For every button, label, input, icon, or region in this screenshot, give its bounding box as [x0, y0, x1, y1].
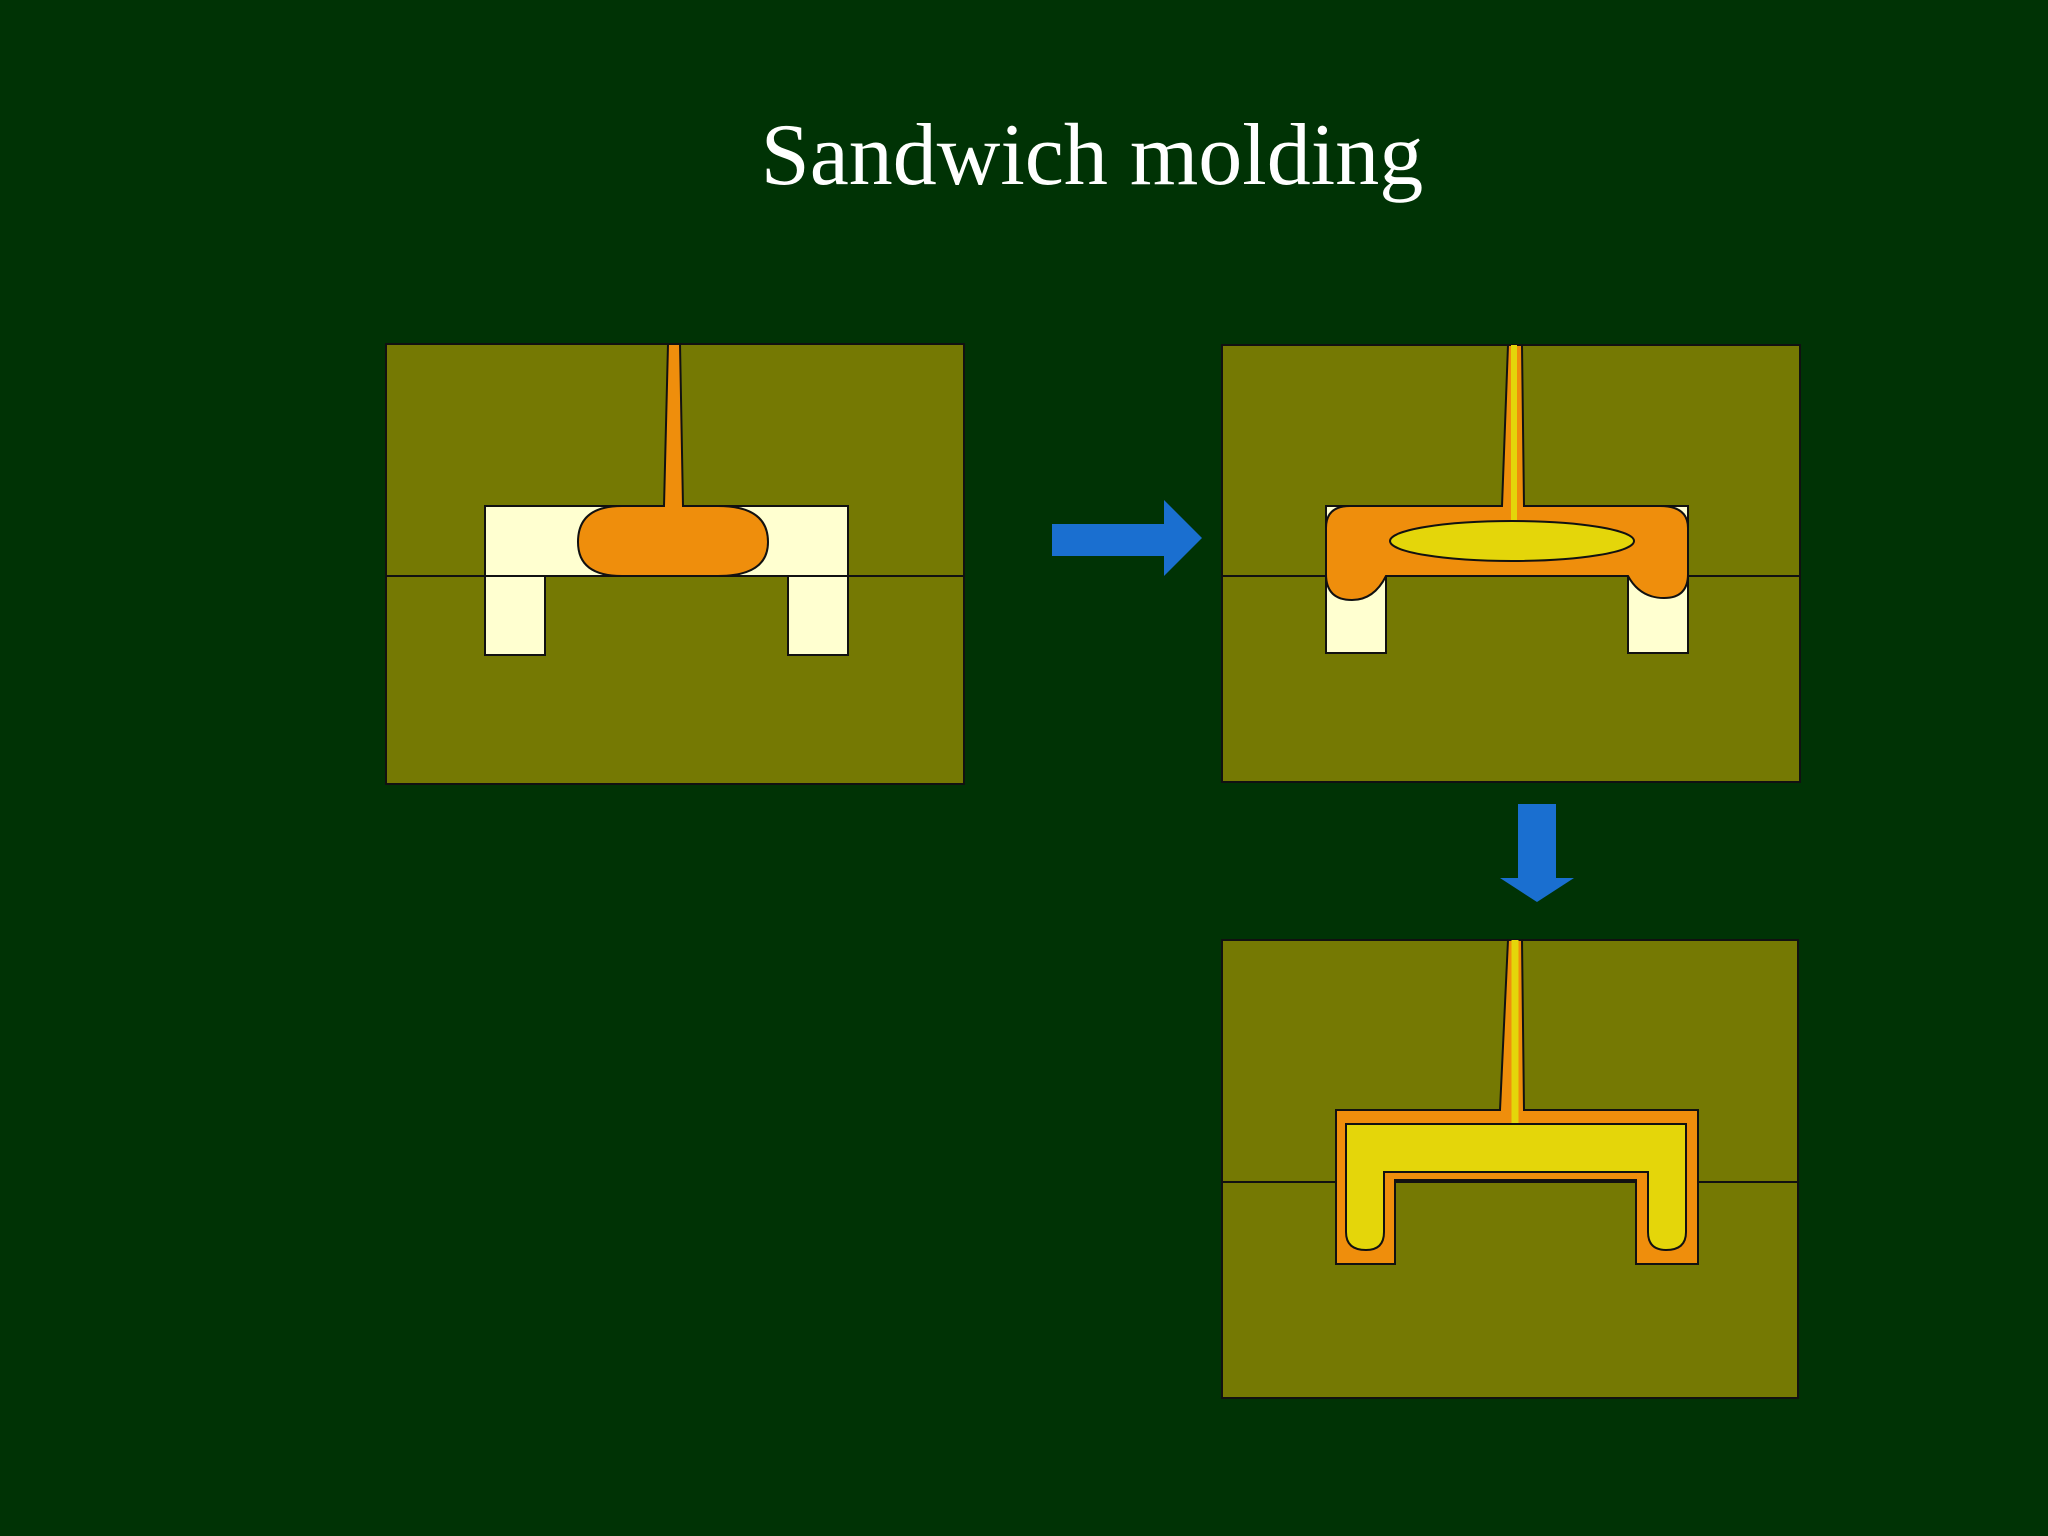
core-material — [1389, 520, 1635, 562]
skin-material-blob — [576, 343, 770, 577]
arrow-down-icon — [1500, 804, 1574, 902]
arrow-right-icon — [1052, 500, 1202, 576]
core-material — [1345, 1123, 1687, 1252]
stage-1-mold — [385, 343, 965, 785]
slide-title: Sandwich molding — [760, 107, 1424, 204]
stage-2-mold — [1221, 344, 1801, 783]
stage-3-mold — [1221, 939, 1799, 1399]
